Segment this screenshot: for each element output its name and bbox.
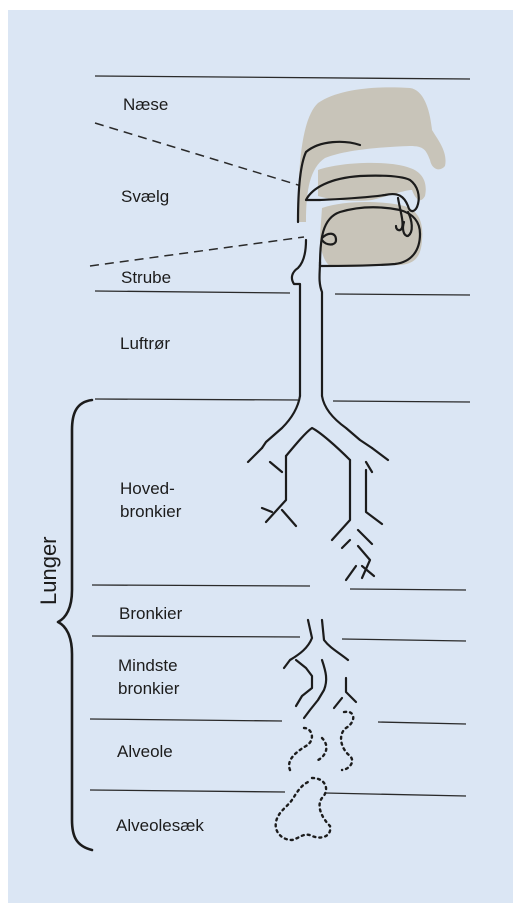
label-mindste-2: bronkier	[118, 678, 179, 700]
label-luftror: Luftrør	[120, 333, 170, 355]
label-hovedbronkier-2: bronkier	[120, 501, 181, 523]
alveole-dotted-3	[318, 738, 326, 760]
label-lunger: Lunger	[36, 536, 62, 605]
divider-top	[95, 76, 470, 79]
label-strube: Strube	[121, 267, 171, 289]
divider-alveole-saek-left	[90, 790, 285, 792]
label-mindste-1: Mindste	[118, 655, 178, 677]
divider-mindste-alveole-right	[378, 722, 466, 724]
right-branch-b	[332, 460, 382, 544]
smallest-bronchi-left	[296, 660, 312, 706]
right-branch-a	[366, 448, 388, 472]
larynx-left-wall	[292, 240, 306, 396]
divider-hoved-bronkier-left	[92, 585, 310, 586]
divider-strube-luftror-right	[335, 294, 470, 295]
divider-bronkier-mindste-right	[342, 639, 466, 641]
divider-strube-luftror-left	[95, 291, 290, 293]
alveole-dotted-2	[289, 728, 312, 770]
bronchi-stem-right	[322, 620, 348, 660]
label-svaelg: Svælg	[121, 186, 169, 208]
label-hovedbronkier-1: Hoved-	[120, 478, 175, 500]
divider-bronkier-mindste-left	[92, 636, 300, 637]
divider-luftror-hoved-right	[333, 401, 470, 402]
label-naese: Næse	[123, 94, 168, 116]
label-alveole: Alveole	[117, 741, 173, 763]
lungs-bracket	[58, 400, 92, 850]
divider-alveole-saek-right	[325, 793, 466, 796]
alveole-dotted-1	[341, 712, 353, 770]
alveolar-sac-dotted	[276, 778, 331, 840]
dashed-line-nose-pharynx	[95, 123, 308, 188]
smallest-bronchi-right	[334, 678, 356, 708]
larynx-right-wall	[320, 262, 323, 396]
dashed-line-pharynx-larynx	[90, 237, 304, 266]
carina	[286, 428, 350, 460]
oral-pharynx-shape	[318, 163, 426, 201]
right-branch-c	[342, 540, 374, 580]
divider-mindste-alveole-left	[90, 719, 282, 721]
bronchus-left-outer	[262, 396, 300, 448]
divider-luftror-hoved-left	[95, 399, 298, 400]
divider-hoved-bronkier-right	[350, 589, 466, 590]
label-alveolesaek: Alveolesæk	[116, 815, 204, 837]
left-branch-b	[262, 456, 296, 526]
nasal-cavity-shape	[298, 87, 446, 222]
label-bronkier: Bronkier	[119, 603, 182, 625]
left-branch-a	[248, 448, 282, 472]
